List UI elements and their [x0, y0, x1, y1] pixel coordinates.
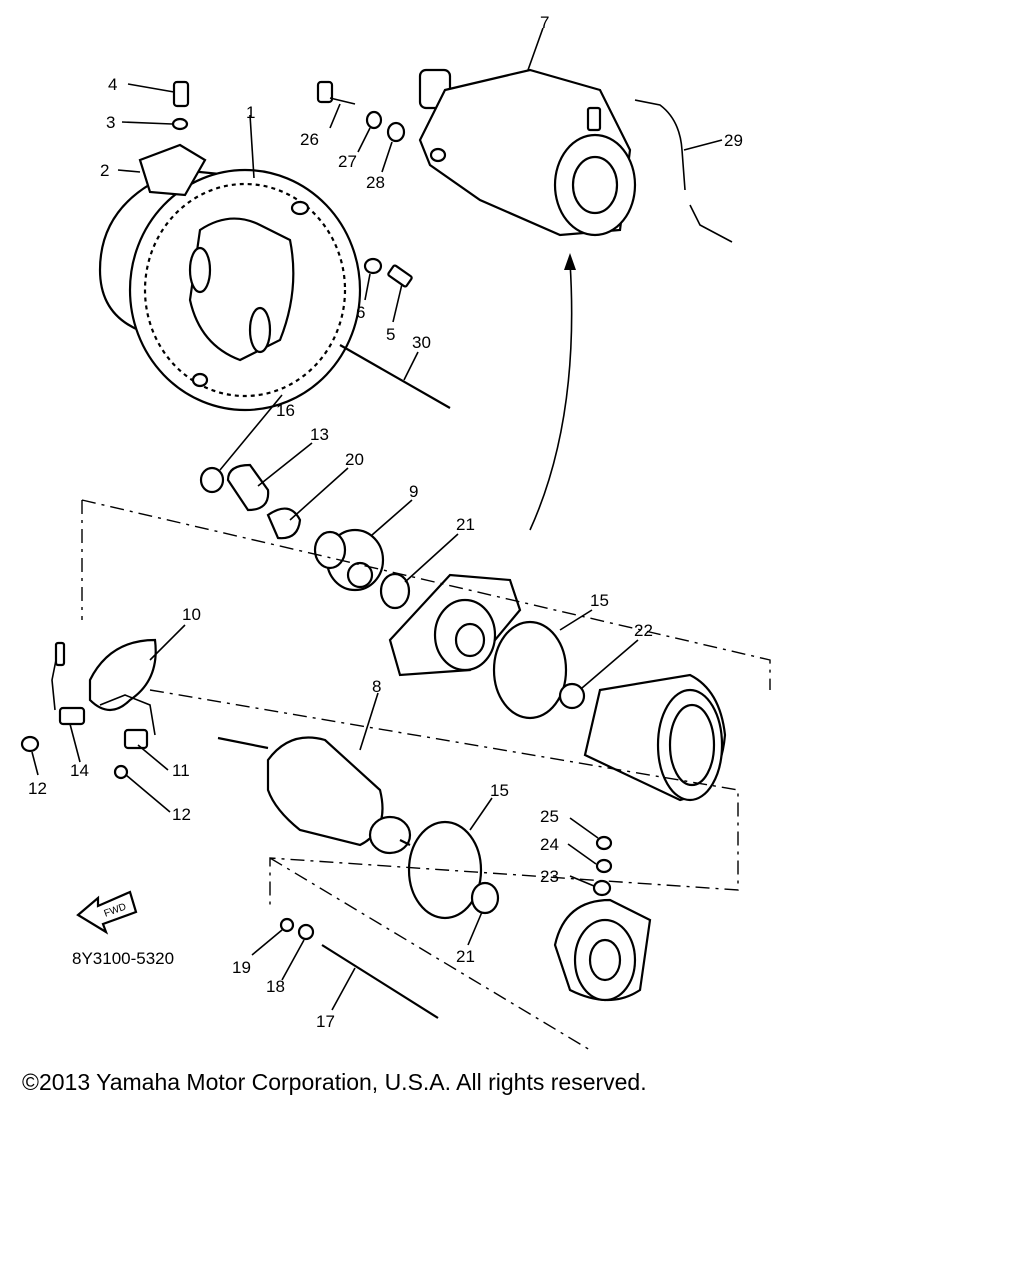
fwd-arrow-icon: FWD: [76, 890, 138, 935]
copyright-notice: ©2013 Yamaha Motor Corporation, U.S.A. A…: [22, 1069, 647, 1095]
washer-part-21-top: [379, 572, 411, 610]
callout-2: 2: [100, 161, 109, 180]
yoke: [583, 673, 727, 802]
through-bolt-part-17: [321, 944, 439, 1019]
bolt-part-26: [316, 80, 334, 104]
bolt-part-4: [172, 80, 190, 108]
callout-15-bottom: 15: [490, 781, 509, 800]
bolt-part-5: [387, 264, 413, 288]
armature-part-8: [217, 736, 412, 855]
callout-23: 23: [540, 867, 559, 886]
washer-part-24: [595, 858, 613, 874]
o-ring-part-15-top: [492, 620, 568, 720]
callout-26: 26: [300, 130, 319, 149]
washer-part-27: [365, 110, 383, 130]
plate-part-2: [138, 143, 207, 197]
callout-21-bottom: 21: [456, 947, 475, 966]
washer-part-28: [386, 121, 406, 143]
callout-17: 17: [316, 1012, 335, 1031]
washer-part-19: [279, 917, 295, 933]
callout-3: 3: [106, 113, 115, 132]
ring-part-16: [199, 466, 225, 494]
callout-13: 13: [310, 425, 329, 444]
callout-9: 9: [409, 482, 418, 501]
nut-part-12-left: [20, 735, 40, 753]
callout-30: 30: [412, 333, 431, 352]
callout-16: 16: [276, 401, 295, 420]
callout-5: 5: [386, 325, 395, 344]
collar-part-13: [226, 463, 270, 512]
callout-labels: 4 3 2 1 7 29 26 27 28 6 5 30 16 13 20 9 …: [28, 13, 743, 1031]
washer-part-23: [592, 879, 612, 897]
brush-part-11: [123, 728, 149, 750]
callout-22: 22: [634, 621, 653, 640]
washer-part-18: [297, 923, 315, 941]
callout-28: 28: [366, 173, 385, 192]
washer-part-6: [363, 257, 383, 275]
callout-24: 24: [540, 835, 559, 854]
brush-part-14: [58, 706, 86, 726]
callout-7: 7: [540, 13, 549, 32]
through-bolt-part-30: [339, 344, 451, 409]
callout-8: 8: [372, 677, 381, 696]
callout-4: 4: [108, 75, 117, 94]
brush-plate-part-10: [88, 638, 157, 712]
callout-6: 6: [356, 303, 365, 322]
front-cover: [388, 573, 522, 677]
callout-18: 18: [266, 977, 285, 996]
rear-cover: [553, 898, 652, 1002]
lead-wire-part-29: [634, 99, 733, 243]
callout-20: 20: [345, 450, 364, 469]
starter-motor-assembly: [418, 68, 637, 237]
callout-27: 27: [338, 152, 357, 171]
callout-1: 1: [246, 103, 255, 122]
callout-15-top: 15: [590, 591, 609, 610]
callout-21-top: 21: [456, 515, 475, 534]
callout-11: 11: [172, 761, 190, 780]
spring-part-20: [266, 507, 302, 540]
callout-10: 10: [182, 605, 201, 624]
washer-part-3: [171, 117, 189, 131]
callout-19: 19: [232, 958, 251, 977]
starter-motor-exploded-diagram: FWD 8Y3100-5320: [20, 13, 771, 1051]
callout-25: 25: [540, 807, 559, 826]
pinion-gear-part-9: [313, 528, 385, 592]
diagram-code: 8Y3100-5320: [72, 949, 174, 968]
callout-12-right: 12: [172, 805, 191, 824]
terminal-bolt: [54, 641, 66, 667]
washer-part-22: [558, 682, 586, 710]
starter-clutch-housing: [98, 168, 362, 412]
leader-lines: [31, 27, 723, 1011]
callout-29: 29: [724, 131, 743, 150]
callout-14: 14: [70, 761, 89, 780]
washer-part-21-bottom: [470, 881, 500, 915]
assembly-arrow: [529, 261, 573, 531]
nut-part-12-right: [113, 764, 129, 780]
assembly-outline: [81, 499, 771, 1051]
washer-part-25: [595, 835, 613, 851]
callout-12-left: 12: [28, 779, 47, 798]
assembly-arrow-head: [564, 253, 576, 270]
